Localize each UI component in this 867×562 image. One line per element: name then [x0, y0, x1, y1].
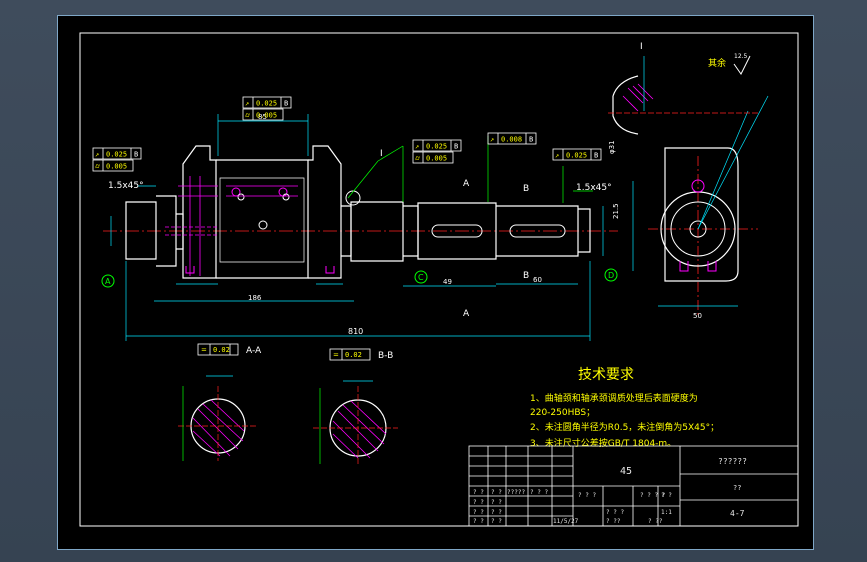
tb-r2-c4: ? ? ? ? [640, 492, 666, 499]
section-tolerance-value: 0.02 [345, 351, 362, 359]
technical-requirements: 技术要求 1、曲轴颈和轴承颈调质处理后表面硬度为 220-250HBS； 2、未… [530, 367, 719, 449]
tolerance-datum: B [134, 151, 138, 159]
tolerance-symbol: ↗ [555, 152, 559, 160]
feature-control-frame: ⌭ 0.005 [412, 151, 454, 164]
feature-control-frame: ⌭ 0.005 [242, 108, 284, 121]
overall-length-dim: 810 [348, 327, 363, 336]
tolerance-value: 0.025 [106, 151, 127, 159]
tb-r1-c4: ? ? ? [530, 489, 548, 496]
scale-value: 4-7 [730, 509, 745, 518]
feature-control-frame: ↗ 0.025 B [242, 96, 292, 109]
feature-control-frame: ↗ 0.025 B [92, 147, 142, 160]
rest-roughness-value: 12.5 [734, 53, 748, 60]
feature-control-frame: ⌭ 0.005 [92, 159, 134, 172]
tolerance-value: 0.008 [501, 136, 522, 144]
tb-r1-c1: ? ? [473, 489, 484, 496]
title-block [468, 445, 799, 527]
view-b-marker: B [523, 184, 529, 194]
feature-control-frame: ↗ 0.008 B [487, 132, 537, 145]
tb-r2-c1: ? ? [473, 499, 484, 506]
tolerance-symbol: ↗ [490, 136, 494, 144]
tolerance-value: 0.025 [566, 152, 587, 160]
dim-186: 186 [248, 294, 262, 302]
section-bb: B-B [313, 348, 398, 464]
view-a-marker-bottom: A [463, 309, 470, 319]
crankshaft-drawing: A C D A A B B I I 810 186 85 49 60 1.5x4… [79, 32, 799, 527]
datum-d-label: D [608, 271, 614, 280]
tolerance-value: 0.025 [256, 100, 277, 108]
tolerance-datum: B [284, 100, 288, 108]
section-tolerance-value: 0.02 [213, 346, 230, 354]
tb-r3-c1: ? ? [473, 509, 484, 516]
section-tolerance-symbol: = [201, 346, 207, 354]
dim-21: 21.5 [612, 203, 620, 219]
dim-50: 50 [693, 312, 702, 320]
detail-i-marker: I [380, 149, 383, 159]
tb-r4-c3: 11/5/27 [553, 518, 579, 525]
tb-r3-c3: ? ? ? [606, 509, 624, 516]
tb-r3-c4: 1:1 [661, 509, 672, 516]
dim-60: 60 [533, 276, 542, 284]
view-b-marker-bottom: B [523, 271, 529, 281]
tb-r4-c2: ? ? [491, 518, 502, 525]
datum-a-label: A [105, 277, 111, 286]
tolerance-datum: B [594, 152, 598, 160]
tolerance-datum: B [454, 143, 458, 151]
main-view-shaft: A C D A A B B I I 810 186 85 49 60 1.5x4… [101, 42, 643, 341]
datum-c-label: C [418, 273, 424, 282]
chamfer-left-label: 1.5x45° [108, 181, 144, 191]
section-tolerance-symbol: = [333, 351, 339, 359]
section-aa: A-A [178, 343, 262, 461]
tolerance-symbol: ⌭ [415, 155, 420, 163]
tolerance-value: 0.005 [426, 155, 447, 163]
tech-req-2: 2、未注圆角半径为R0.5，未注倒角为5X45°； [530, 421, 719, 433]
tb-r1-c2: ? ? [491, 489, 502, 496]
tb-r2-c5: ? ? [661, 492, 672, 499]
tb-r4-c5: ? ?? [648, 518, 663, 525]
feature-control-frame: ↗ 0.025 B [412, 139, 462, 152]
dim-85: 85 [258, 113, 267, 121]
quantity-value: ?? [733, 484, 741, 492]
chamfer-right-label: 1.5x45° [576, 183, 612, 193]
section-aa-title: A-A [246, 346, 262, 356]
detail-i: φ31 其余 12.5 [608, 53, 758, 154]
dim-49: 49 [443, 278, 452, 286]
tb-r1-c3: ????? [507, 489, 525, 496]
tolerance-symbol: ↗ [245, 100, 249, 108]
tolerance-symbol: ↗ [95, 151, 99, 159]
tolerance-symbol: ⌭ [245, 112, 250, 120]
tb-r4-c4: ? ?? [606, 518, 621, 525]
tolerance-value: 0.005 [106, 163, 127, 171]
tolerance-value: 0.005 [256, 112, 277, 120]
drawing-name-value: ?????? [718, 457, 747, 466]
tech-req-1b: 220-250HBS； [530, 408, 595, 418]
tolerance-datum: B [529, 136, 533, 144]
tolerance-value: 0.025 [426, 143, 447, 151]
view-a-marker: A [463, 179, 470, 189]
tech-req-title: 技术要求 [578, 367, 634, 383]
section-bb-title: B-B [378, 351, 393, 361]
dim-d31: φ31 [608, 140, 616, 154]
tech-req-1: 1、曲轴颈和轴承颈调质处理后表面硬度为 [530, 392, 698, 404]
detail-i-title: I [640, 42, 643, 52]
tb-r4-c1: ? ? [473, 518, 484, 525]
rest-roughness-label: 其余 [708, 57, 726, 69]
material-value: 45 [620, 466, 632, 477]
title-block-text: 45 ?????? ?? 4-7 ? ? ? ? ????? ? ? ? ? ?… [473, 457, 747, 525]
tb-r2-c2: ? ? [491, 499, 502, 506]
tolerance-symbol: ⌭ [95, 163, 100, 171]
inner-frame [79, 32, 799, 527]
feature-control-frame: ↗ 0.025 B [552, 148, 602, 161]
tb-r3-c2: ? ? [491, 509, 502, 516]
drawing-sheet: A C D A A B B I I 810 186 85 49 60 1.5x4… [57, 15, 814, 550]
tolerance-symbol: ↗ [415, 143, 419, 151]
tb-r2-c3: ? ? ? [578, 492, 596, 499]
end-view: 50 21.5 [612, 95, 769, 320]
